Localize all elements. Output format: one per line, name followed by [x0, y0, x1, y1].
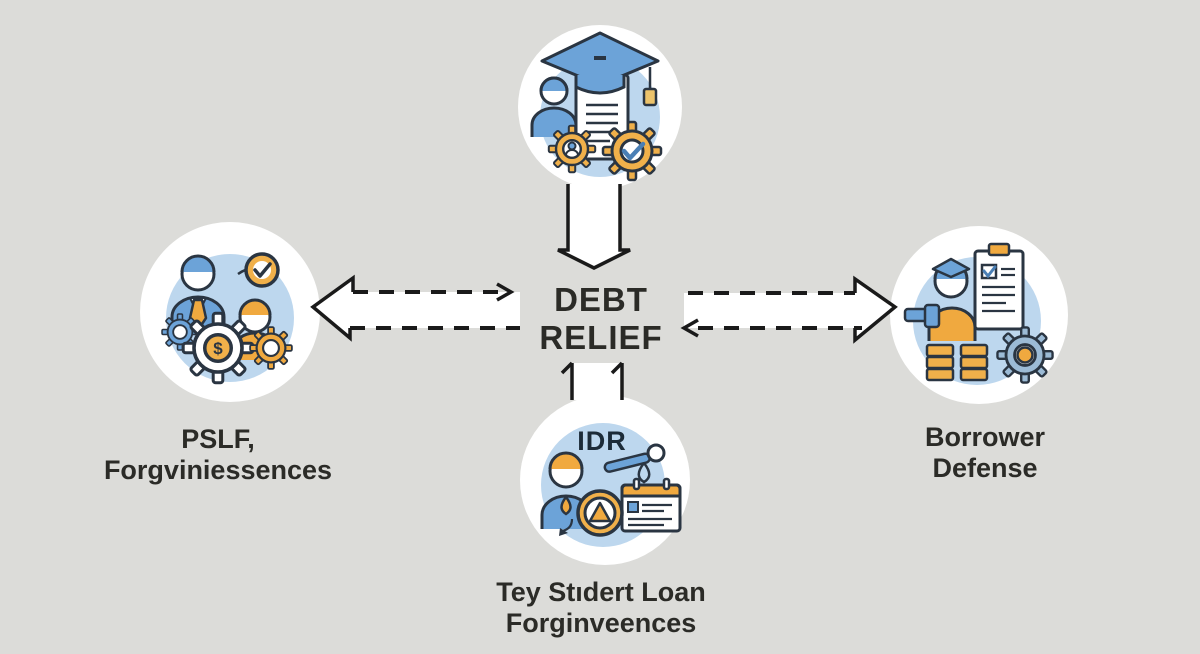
connector-left-arrow: [310, 274, 520, 342]
node-borrower-defense: [890, 226, 1068, 404]
dollar-glyph: $: [213, 339, 223, 358]
center-title-line2: RELIEF: [539, 319, 663, 356]
node-idr: IDR: [520, 395, 690, 565]
idr-payment-calendar-icon: IDR: [540, 423, 682, 547]
graduation-cap-diploma-approval-icon: [530, 31, 663, 182]
label-student-loan-line2: Forginveences: [505, 608, 697, 638]
label-borrower-defense: Borrower Defense: [835, 422, 1135, 484]
connector-top-down-arrow: [557, 184, 631, 270]
employment-certification-gears-icon: $: [161, 252, 294, 385]
label-student-loan-line1: Tey Stıdert Loan: [496, 577, 706, 607]
node-pslf: $: [140, 222, 320, 402]
node-education-debt: [518, 25, 682, 189]
label-borrower-defense-line2: Defense: [932, 453, 1038, 483]
label-student-loan-forgiveness: Tey Stıdert Loan Forginveences: [441, 577, 761, 639]
idr-label: IDR: [577, 426, 627, 456]
connector-right-arrow: [680, 275, 898, 344]
label-pslf-line2: Forgviniessences: [103, 455, 333, 485]
label-pslf: PSLF, Forgviniessences: [38, 424, 398, 486]
label-borrower-defense-line1: Borrower: [924, 422, 1046, 452]
center-title: DEBT RELIEF: [451, 281, 751, 357]
borrower-document-review-icon: [903, 242, 1054, 385]
center-title-line1: DEBT: [554, 281, 648, 318]
connector-bottom-up-arrow: [560, 361, 624, 400]
label-pslf-line1: PSLF,: [181, 424, 255, 454]
